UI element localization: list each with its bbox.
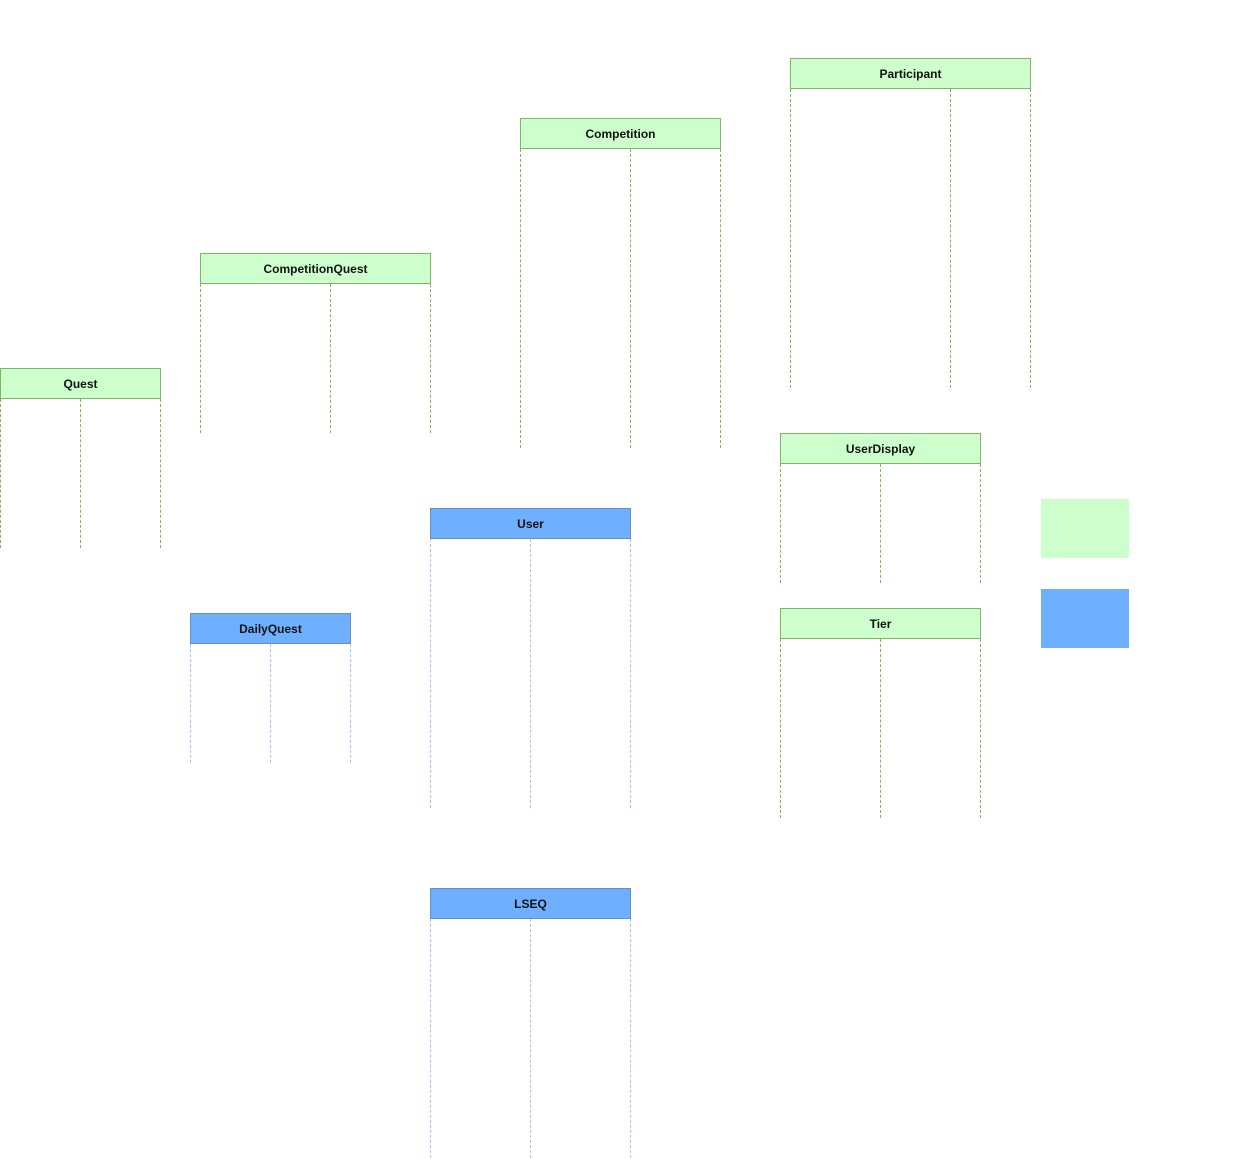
column-divider (80, 399, 81, 548)
column-divider (780, 464, 781, 583)
entity-user-body (430, 539, 631, 808)
entity-participant-title: Participant (790, 58, 1031, 89)
legend-swatch-blue (1041, 589, 1129, 648)
legend-swatch-green (1041, 499, 1129, 558)
entity-competition-quest-body (200, 284, 431, 433)
entity-user-display[interactable]: UserDisplay (780, 433, 981, 583)
entity-competition-body (520, 149, 721, 448)
column-divider (330, 284, 331, 433)
entity-competition[interactable]: Competition (520, 118, 721, 448)
column-divider (190, 644, 191, 763)
entity-user[interactable]: User (430, 508, 631, 808)
entity-lseq[interactable]: LSEQ (430, 888, 631, 1158)
entity-user-display-title: UserDisplay (780, 433, 981, 464)
column-divider (720, 149, 721, 448)
entity-competition-quest[interactable]: CompetitionQuest (200, 253, 431, 433)
entity-daily-quest-body (190, 644, 351, 763)
column-divider (430, 919, 431, 1158)
entity-user-title: User (430, 508, 631, 539)
entity-tier-title: Tier (780, 608, 981, 639)
entity-lseq-body (430, 919, 631, 1158)
entity-quest-title: Quest (0, 368, 161, 399)
column-divider (780, 639, 781, 818)
column-divider (160, 399, 161, 548)
column-divider (350, 644, 351, 763)
entity-participant-body (790, 89, 1031, 388)
column-divider (0, 399, 1, 548)
column-divider (270, 644, 271, 763)
column-divider (950, 89, 951, 388)
entity-quest[interactable]: Quest (0, 368, 161, 548)
entity-competition-quest-title: CompetitionQuest (200, 253, 431, 284)
column-divider (1030, 89, 1031, 388)
column-divider (530, 919, 531, 1158)
column-divider (430, 284, 431, 433)
column-divider (790, 89, 791, 388)
entity-daily-quest-title: DailyQuest (190, 613, 351, 644)
entity-tier-body (780, 639, 981, 818)
entity-tier[interactable]: Tier (780, 608, 981, 818)
column-divider (630, 149, 631, 448)
entity-user-display-body (780, 464, 981, 583)
column-divider (530, 539, 531, 808)
entity-participant[interactable]: Participant (790, 58, 1031, 388)
entity-quest-body (0, 399, 161, 548)
column-divider (880, 639, 881, 818)
column-divider (630, 919, 631, 1158)
column-divider (520, 149, 521, 448)
entity-daily-quest[interactable]: DailyQuest (190, 613, 351, 763)
column-divider (430, 539, 431, 808)
column-divider (980, 464, 981, 583)
column-divider (630, 539, 631, 808)
entity-competition-title: Competition (520, 118, 721, 149)
entity-lseq-title: LSEQ (430, 888, 631, 919)
column-divider (880, 464, 881, 583)
column-divider (200, 284, 201, 433)
column-divider (980, 639, 981, 818)
